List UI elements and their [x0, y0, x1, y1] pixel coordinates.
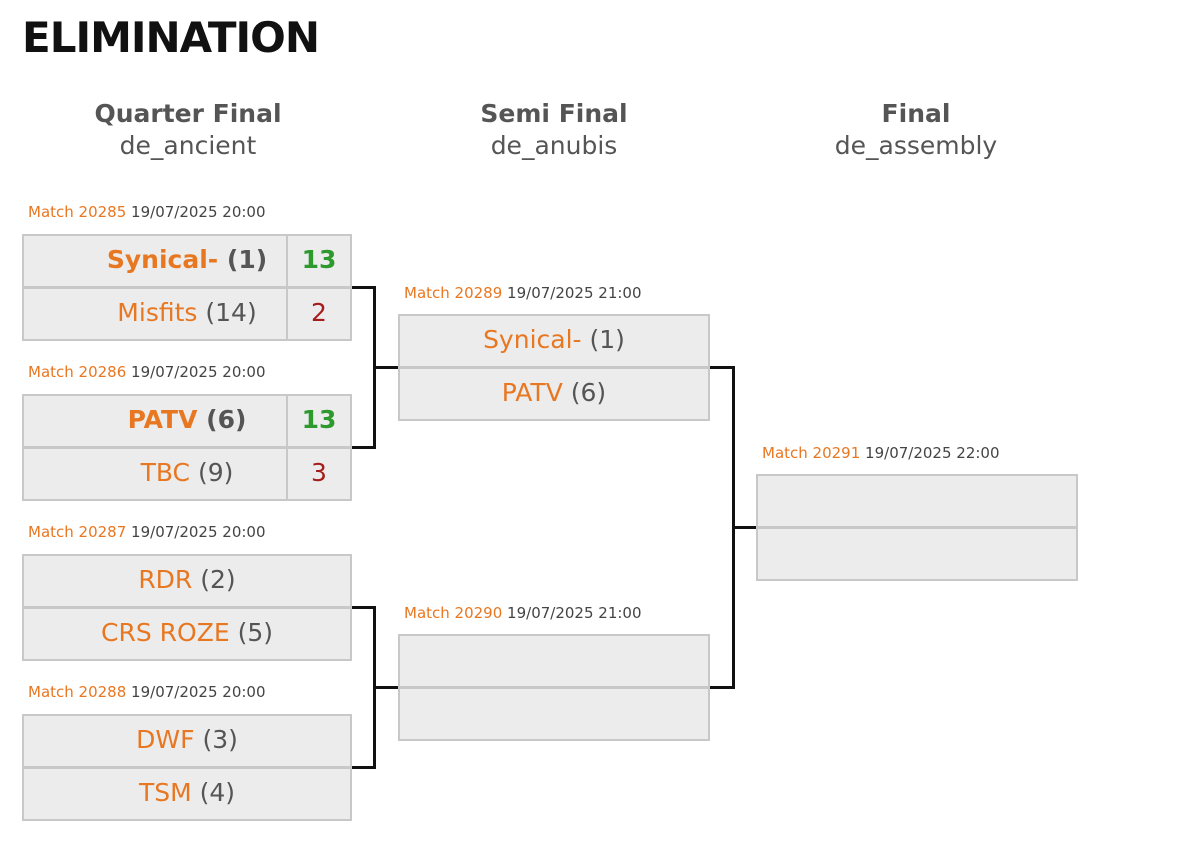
team-name: PATV: [501, 378, 563, 407]
bracket-connector: [710, 686, 735, 689]
team-seed: (1): [589, 325, 625, 354]
team-seed: (3): [202, 725, 238, 754]
match-time: 19/07/2025 22:00: [865, 444, 1000, 462]
match-time: 19/07/2025 21:00: [507, 284, 642, 302]
round-header-quarter-final: Quarter Final de_ancient: [28, 98, 348, 162]
team-name: PATV: [127, 405, 198, 434]
score-box: 2: [286, 287, 352, 341]
bracket-connector: [352, 446, 376, 449]
score-box: 3: [286, 447, 352, 501]
team-slot-empty[interactable]: [398, 634, 710, 688]
match-time: 19/07/2025 21:00: [507, 604, 642, 622]
team-name: RDR: [138, 565, 193, 594]
team-name: DWF: [136, 725, 195, 754]
round-map: de_ancient: [119, 131, 257, 160]
team-seed: (6): [206, 405, 247, 434]
score-box: 13: [286, 234, 352, 288]
match-time: 19/07/2025 20:00: [131, 203, 266, 221]
bracket-connector: [710, 366, 735, 369]
round-name: Quarter Final: [94, 99, 282, 128]
team-seed: (9): [197, 458, 234, 487]
team-slot-crs-roze-qf[interactable]: CRS ROZE (5): [22, 607, 352, 661]
score-box: 13: [286, 394, 352, 448]
team-name: TBC: [140, 458, 191, 487]
team-seed: (6): [570, 378, 607, 407]
bracket-connector: [373, 366, 398, 369]
bracket-connector: [732, 526, 756, 529]
team-name: TSM: [138, 778, 192, 807]
team-slot-tsm-qf[interactable]: TSM (4): [22, 767, 352, 821]
team-slot-synical-sf[interactable]: Synical- (1): [398, 314, 710, 368]
round-header-final: Final de_assembly: [756, 98, 1076, 162]
bracket-connector: [352, 606, 376, 609]
team-seed: (14): [205, 298, 257, 327]
team-seed: (4): [199, 778, 236, 807]
match-info-20289: Match 20289 19/07/2025 21:00: [404, 283, 642, 303]
round-map: de_assembly: [834, 131, 998, 160]
match-time: 19/07/2025 20:00: [131, 683, 266, 701]
match-link[interactable]: Match 20287: [28, 523, 127, 541]
team-slot-empty[interactable]: [756, 527, 1078, 581]
team-slot-empty[interactable]: [398, 687, 710, 741]
match-info-20286: Match 20286 19/07/2025 20:00: [28, 362, 266, 382]
bracket-connector: [352, 286, 376, 289]
match-link[interactable]: Match 20288: [28, 683, 127, 701]
match-time: 19/07/2025 20:00: [131, 363, 266, 381]
match-info-20287: Match 20287 19/07/2025 20:00: [28, 522, 266, 542]
bracket-connector: [373, 686, 398, 689]
team-seed: (5): [237, 618, 273, 647]
team-slot-dwf-qf[interactable]: DWF (3): [22, 714, 352, 768]
round-map: de_anubis: [490, 131, 618, 160]
match-link[interactable]: Match 20291: [762, 444, 861, 462]
match-info-20290: Match 20290 19/07/2025 21:00: [404, 603, 642, 623]
team-slot-rdr-qf[interactable]: RDR (2): [22, 554, 352, 608]
team-name: Synical-: [106, 245, 219, 274]
page-title: ELIMINATION: [22, 13, 320, 62]
match-link[interactable]: Match 20286: [28, 363, 127, 381]
round-header-semi-final: Semi Final de_anubis: [394, 98, 714, 162]
team-name: CRS ROZE: [101, 618, 230, 647]
match-link[interactable]: Match 20289: [404, 284, 503, 302]
team-name: Misfits: [117, 298, 198, 327]
match-time: 19/07/2025 20:00: [131, 523, 266, 541]
round-name: Semi Final: [480, 99, 628, 128]
match-info-20291: Match 20291 19/07/2025 22:00: [762, 443, 1000, 463]
team-seed: (1): [226, 245, 268, 274]
team-seed: (2): [200, 565, 236, 594]
team-name: Synical-: [483, 325, 582, 354]
team-slot-empty[interactable]: [756, 474, 1078, 528]
match-link[interactable]: Match 20285: [28, 203, 127, 221]
match-info-20288: Match 20288 19/07/2025 20:00: [28, 682, 266, 702]
match-info-20285: Match 20285 19/07/2025 20:00: [28, 202, 266, 222]
team-slot-patv-sf[interactable]: PATV (6): [398, 367, 710, 421]
round-name: Final: [881, 99, 951, 128]
match-link[interactable]: Match 20290: [404, 604, 503, 622]
bracket-connector: [352, 766, 376, 769]
